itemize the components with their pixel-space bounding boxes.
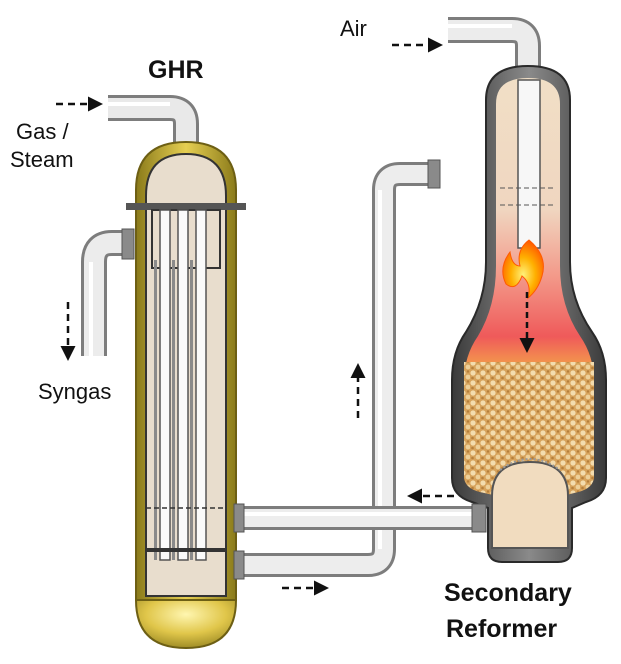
ghr-label: GHR (148, 56, 204, 84)
reformer-outlet-pipe (240, 506, 486, 530)
gas-steam-label-line2: Steam (10, 147, 74, 172)
air-label: Air (340, 16, 367, 41)
syngas-outlet-pipe (81, 228, 135, 356)
flame-icon (502, 239, 544, 300)
secondary-reformer-label-line2: Reformer (446, 615, 557, 643)
air-inlet-pipe (448, 17, 541, 80)
ghr-vessel (126, 140, 246, 650)
syngas-label: Syngas (38, 379, 111, 404)
gas-steam-inlet-pipe (108, 95, 199, 150)
secondary-reformer-label-line1: Secondary (444, 579, 572, 607)
process-gas-transfer-pipe (240, 159, 441, 577)
secondary-reformer-vessel (451, 64, 607, 563)
gas-steam-label-line1: Gas / (16, 119, 69, 144)
flow-arrows (56, 37, 535, 596)
